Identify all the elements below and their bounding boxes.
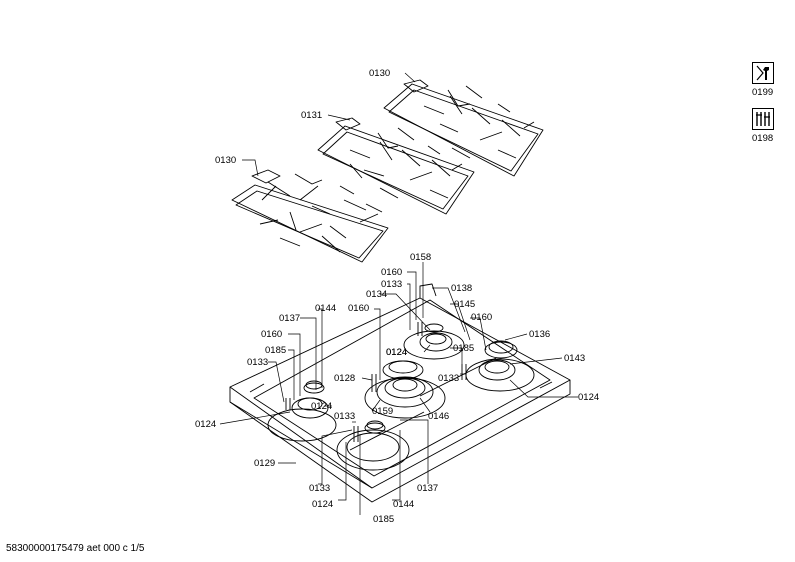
pan-support-right	[383, 79, 544, 177]
callout: 0124	[386, 347, 407, 358]
side-icon-label: 0198	[752, 133, 774, 144]
pan-support-left	[231, 169, 389, 263]
pan-support-middle	[317, 117, 475, 215]
callout-labels: 0130 0131 0130 0158 0160 0133 0134 0138 …	[195, 68, 599, 525]
callout: 0160	[261, 329, 282, 340]
callout: 0133	[334, 411, 355, 422]
burner-right	[465, 340, 535, 392]
callout: 0130	[215, 155, 236, 166]
document-id-footer: 58300000175479 aet 000 c 1/5	[6, 543, 145, 554]
callout: 0133	[381, 279, 402, 290]
callout: 0137	[417, 483, 438, 494]
callout: 0137	[279, 313, 300, 324]
burner-front	[336, 420, 410, 471]
injector-parts	[285, 322, 467, 442]
callout: 0133	[247, 357, 268, 368]
callout: 0160	[471, 312, 492, 323]
callout: 0134	[366, 289, 387, 300]
callout: 0159	[372, 406, 393, 417]
callout: 0138	[451, 283, 472, 294]
callout: 0143	[564, 353, 585, 364]
wrench-icon	[752, 62, 774, 84]
callout: 0131	[301, 110, 322, 121]
burner-wok	[364, 360, 446, 419]
callout: 0144	[393, 499, 414, 510]
callout: 0128	[334, 373, 355, 384]
leader-lines	[219, 72, 578, 515]
callout: 0144	[315, 303, 336, 314]
callout: 0160	[381, 267, 402, 278]
callout: 0130	[369, 68, 390, 79]
callout: 0124	[311, 401, 332, 412]
callout: 0124	[386, 347, 407, 358]
callout: 0124	[578, 392, 599, 403]
callout: 0133	[438, 373, 459, 384]
side-icon-label: 0199	[752, 87, 774, 98]
callout: 0124	[312, 499, 333, 510]
callout: 0129	[254, 458, 275, 469]
callout: 0185	[453, 343, 474, 354]
tools-icon	[752, 108, 774, 130]
callout: 0136	[529, 329, 550, 340]
callout: 0133	[309, 483, 330, 494]
callout: 0158	[410, 252, 431, 263]
callout: 0145	[454, 299, 475, 310]
callout: 0124	[195, 419, 216, 430]
callout: 0160	[348, 303, 369, 314]
burner-left	[267, 380, 337, 442]
burner-rear-middle	[403, 323, 465, 360]
callout: 0185	[265, 345, 286, 356]
hob-top	[229, 283, 571, 503]
callout: 0146	[428, 411, 449, 422]
callout: 0185	[373, 514, 394, 525]
